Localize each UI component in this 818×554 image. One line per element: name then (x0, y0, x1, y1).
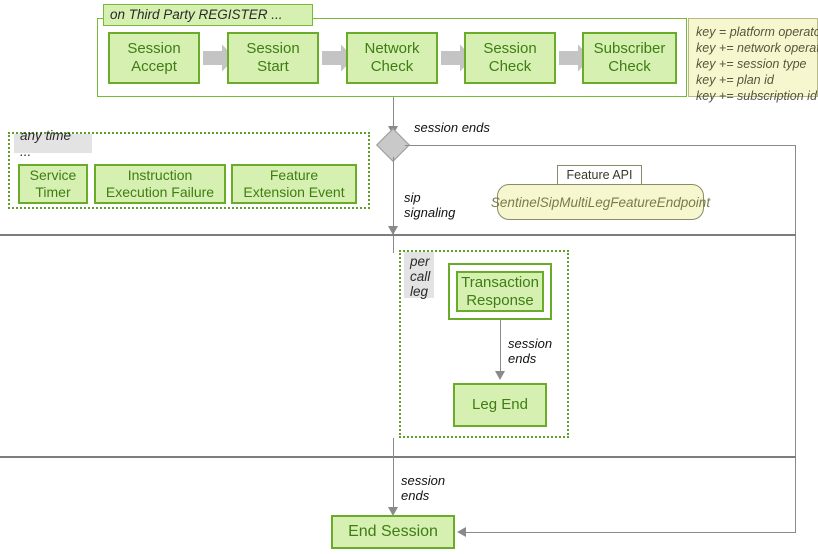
node-transaction-response[interactable]: Transaction Response (448, 263, 552, 320)
node-service-timer[interactable]: Service Timer (18, 164, 88, 204)
node-instruction-execution-failure[interactable]: Instruction Execution Failure (94, 164, 226, 204)
any-time-tag: any time ... (14, 128, 92, 159)
any-time-container (8, 132, 370, 209)
node-session-accept[interactable]: Session Accept (108, 32, 200, 84)
node-end-session[interactable]: End Session (331, 515, 455, 549)
key-line: key += subscription id (696, 88, 817, 103)
edge-to-end-session-arrowhead (388, 507, 398, 516)
edge-label-sip-signaling: sip signaling (404, 190, 456, 221)
edge-label-session-ends-bottom: session ends (401, 473, 446, 504)
node-session-start[interactable]: Session Start (227, 32, 319, 84)
edge-session-ends-top (405, 145, 796, 146)
node-session-check[interactable]: Session Check (464, 32, 556, 84)
section-divider-bottom (0, 456, 796, 458)
per-call-leg-container (399, 250, 569, 438)
edge-sip-signaling-arrowhead (388, 226, 398, 235)
feature-api-tab: Feature API (557, 165, 642, 185)
register-flow-tag: on Third Party REGISTER ... (103, 4, 313, 26)
edge-transaction-to-leg-end-arrowhead (495, 371, 505, 380)
node-network-check[interactable]: Network Check (346, 32, 438, 84)
per-call-leg-tag: per call leg (404, 252, 434, 299)
edge-label-leg-session-ends: session ends (508, 336, 553, 367)
key-line: key += plan id (696, 72, 774, 87)
node-subscriber-check[interactable]: Subscriber Check (582, 32, 677, 84)
edge-transaction-to-leg-end (500, 320, 501, 373)
edge-register-to-decision (393, 97, 394, 129)
node-transaction-response-label: Transaction Response (456, 271, 544, 312)
right-rail-vertical (795, 145, 796, 532)
key-line: key += network operator (696, 40, 818, 55)
edge-rail-to-end-session (463, 532, 796, 533)
node-leg-end[interactable]: Leg End (453, 383, 547, 427)
feature-api-endpoint: SentinelSipMultiLegFeatureEndpoint (491, 184, 710, 220)
key-legend-box: key = platform operator key += network o… (688, 18, 818, 103)
section-divider-top (0, 234, 796, 236)
node-feature-extension-event[interactable]: Feature Extension Event (231, 164, 357, 204)
key-line: key += session type (696, 56, 807, 71)
key-line: key = platform operator (696, 25, 818, 39)
edge-to-end-session (393, 438, 394, 510)
edge-sip-signaling (393, 157, 394, 253)
edge-label-session-ends-top: session ends (414, 120, 490, 135)
edge-rail-to-end-session-arrowhead (457, 527, 466, 537)
